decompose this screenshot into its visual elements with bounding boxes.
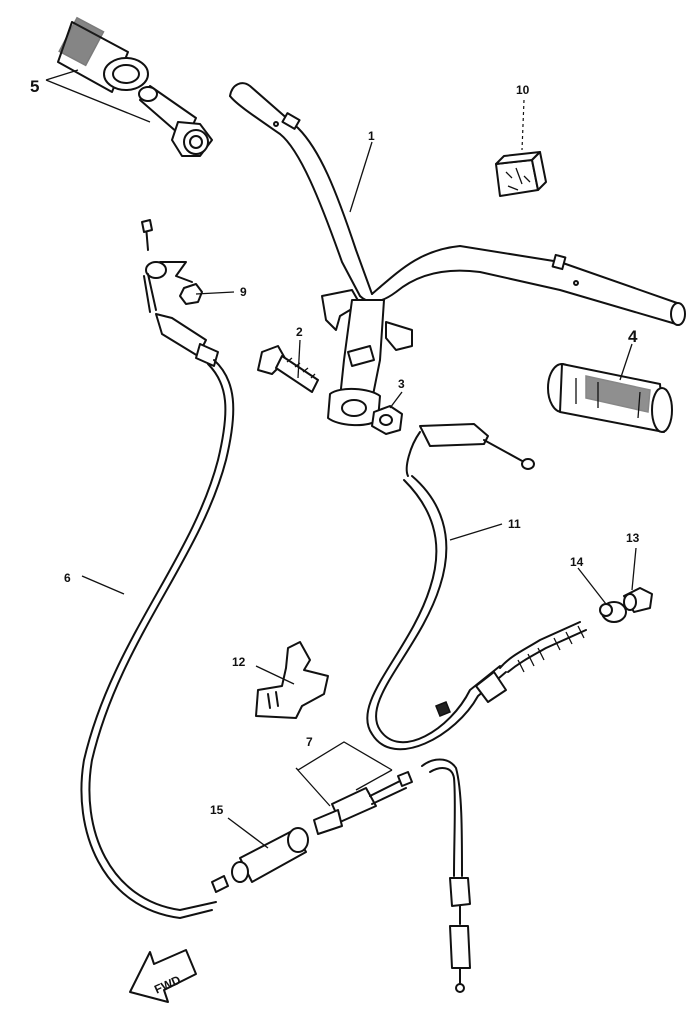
- throttle-grip-set: [45, 16, 213, 157]
- cable-adjuster: [599, 601, 627, 623]
- forward-arrow-icon: FWD: [129, 949, 197, 1003]
- callout-11: 11: [508, 517, 521, 531]
- callout-4: 4: [628, 327, 638, 346]
- callout-3: 3: [398, 377, 405, 391]
- callout-7: 7: [306, 735, 313, 749]
- adjuster-cap: [623, 587, 653, 613]
- callout-14: 14: [570, 555, 584, 569]
- callout-12: 12: [232, 655, 246, 669]
- choke-cable: [421, 758, 471, 993]
- callout-15: 15: [210, 803, 224, 817]
- left-grip: [547, 363, 673, 433]
- switch-housing: [227, 817, 309, 883]
- callout-10: 10: [516, 83, 530, 97]
- switch-assembly: [295, 741, 413, 835]
- handlebar-clamp: [321, 289, 413, 426]
- callout-5: 5: [30, 77, 39, 96]
- callout-9: 9: [240, 285, 247, 299]
- throttle-tube: [138, 85, 213, 157]
- handlebar: [229, 82, 686, 326]
- throttle-cable: [80, 219, 235, 919]
- nut: [371, 405, 403, 435]
- callout-2: 2: [296, 325, 303, 339]
- callout-labels: 1 2 3 4 5 6 7 9 10 11 12 13 14 15: [30, 77, 640, 817]
- switch-bracket: [255, 641, 329, 719]
- cable-bracket: [159, 261, 203, 305]
- callout-leaders: [81, 141, 637, 685]
- callout-1: 1: [368, 129, 375, 143]
- callout-13: 13: [626, 531, 640, 545]
- lever-cable: [366, 423, 587, 751]
- bolt: [257, 345, 319, 393]
- small-box-part: [495, 99, 547, 197]
- callout-6: 6: [64, 571, 71, 585]
- throttle-grip-outer: [57, 16, 149, 93]
